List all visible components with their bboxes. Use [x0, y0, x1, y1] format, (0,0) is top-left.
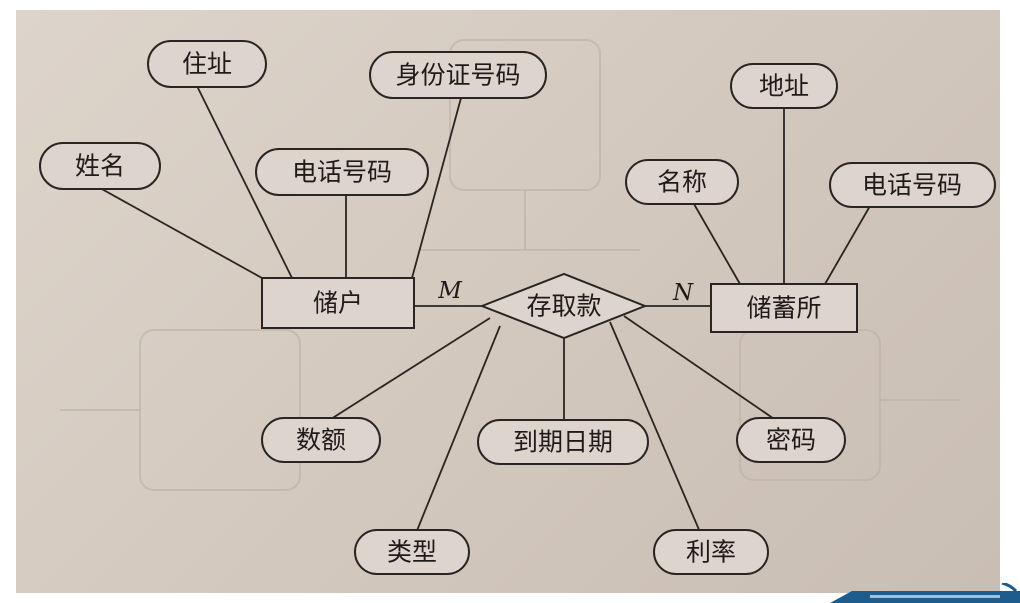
- attribute-due-date-label: 到期日期: [513, 428, 613, 457]
- entity-savings-office: 储蓄所: [710, 283, 858, 333]
- relationship-label: 存取款: [526, 292, 601, 321]
- edge-depositor-name: [99, 187, 263, 279]
- attribute-depositor-phone-label: 电话号码: [292, 158, 392, 187]
- edge-office-name: [693, 203, 741, 285]
- attribute-password: 密码: [736, 417, 846, 463]
- attribute-type-label: 类型: [387, 538, 437, 567]
- edge-depositor-id: [411, 97, 462, 279]
- attribute-office-phone-label: 电话号码: [862, 171, 962, 200]
- entity-savings-office-label: 储蓄所: [746, 294, 821, 323]
- attribute-office-address-label: 地址: [759, 72, 809, 101]
- edge-depositor-address: [196, 85, 293, 279]
- edge-relationship-amount: [319, 317, 491, 427]
- edge-relationship-password: [623, 315, 781, 424]
- edge-office-phone: [824, 205, 871, 285]
- attribute-office-phone: 电话号码: [829, 162, 996, 208]
- attribute-office-name-label: 名称: [657, 168, 707, 197]
- entity-depositor-label: 储户: [313, 289, 363, 318]
- edge-relationship-rate: [609, 321, 701, 533]
- cardinality-savings-office-side: N: [672, 280, 694, 306]
- attribute-password-label: 密码: [766, 426, 816, 455]
- edge-relationship-type: [415, 325, 501, 534]
- attribute-amount-label: 数额: [296, 426, 346, 455]
- connectors: [99, 85, 871, 534]
- attribute-depositor-name-label: 姓名: [75, 152, 125, 181]
- attribute-depositor-id-number-label: 身份证号码: [395, 61, 520, 90]
- attribute-interest-rate-label: 利率: [686, 538, 736, 567]
- attribute-type: 类型: [354, 529, 470, 575]
- entity-depositor: 储户: [261, 277, 415, 329]
- attribute-depositor-address-label: 住址: [182, 50, 232, 79]
- attribute-depositor-phone: 电话号码: [255, 148, 429, 196]
- attribute-depositor-id-number: 身份证号码: [369, 51, 547, 99]
- watermark-logo-icon: [830, 583, 1020, 603]
- attribute-interest-rate: 利率: [653, 529, 769, 575]
- attribute-due-date: 到期日期: [477, 419, 649, 465]
- attribute-depositor-address: 住址: [147, 40, 267, 88]
- attribute-amount: 数额: [261, 417, 381, 463]
- relationship-deposit-withdraw: 存取款: [479, 272, 648, 340]
- attribute-depositor-name: 姓名: [39, 142, 161, 190]
- attribute-office-address: 地址: [730, 63, 838, 109]
- attribute-office-name: 名称: [625, 159, 739, 205]
- cardinality-depositor-side: M: [437, 278, 463, 304]
